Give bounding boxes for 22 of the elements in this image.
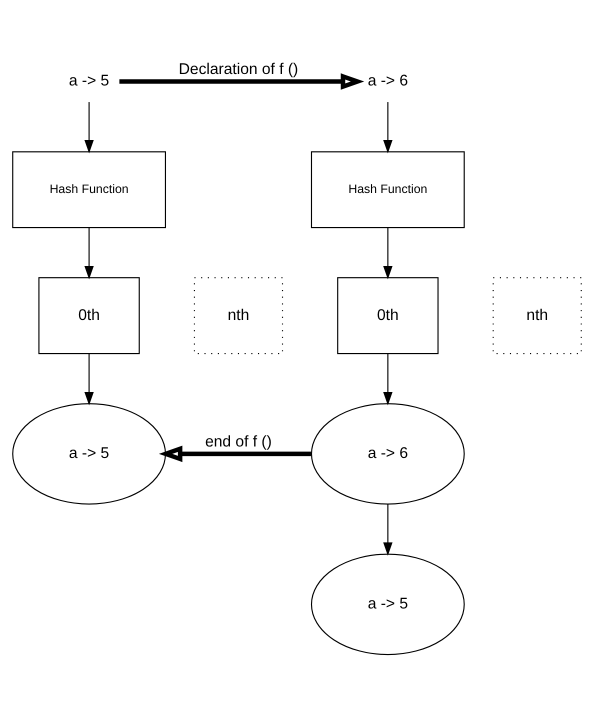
arrow <box>119 72 364 90</box>
node-ellipse: a -> 6 <box>310 402 465 504</box>
node-box: nth <box>194 276 284 354</box>
arrow <box>84 353 94 405</box>
arrow <box>84 102 94 153</box>
node-box: nth <box>492 276 582 354</box>
arrow <box>84 227 94 279</box>
node-text: a -> 6 <box>368 72 408 90</box>
arrow <box>383 504 393 556</box>
arrow <box>158 445 311 462</box>
node-text: a -> 5 <box>68 72 110 90</box>
arrow <box>383 102 393 153</box>
node-box: Hash Function <box>310 150 465 228</box>
arrow <box>383 353 393 405</box>
node-box: Hash Function <box>12 150 166 228</box>
node-box: 0th <box>337 276 439 354</box>
arrow <box>383 227 393 279</box>
edge-label: Declaration of f () <box>178 60 298 78</box>
node-ellipse: a -> 5 <box>310 553 465 655</box>
node-box: 0th <box>38 276 140 354</box>
edge-label: end of f () <box>205 432 272 450</box>
node-ellipse: a -> 5 <box>12 402 166 504</box>
